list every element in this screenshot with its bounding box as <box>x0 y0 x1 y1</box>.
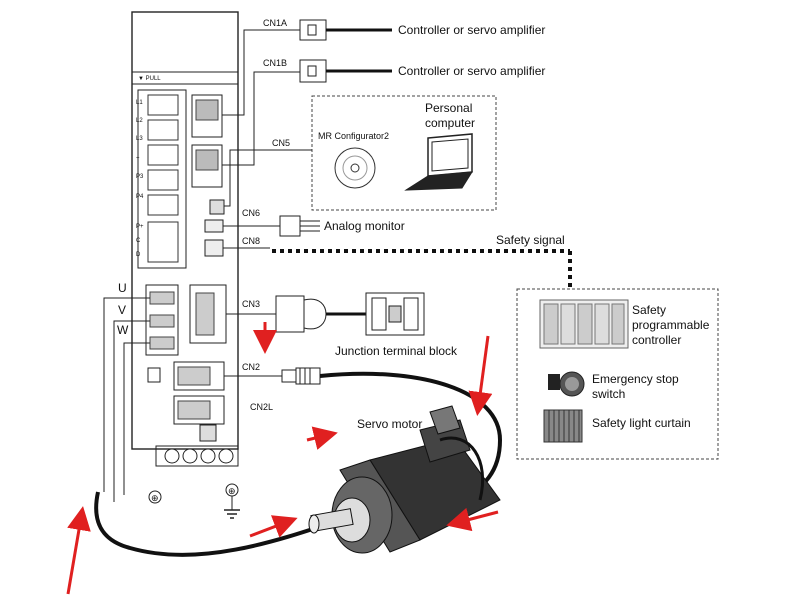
cn5-port <box>209 199 225 215</box>
estop-label-1: Emergency stop <box>592 372 679 386</box>
cn3-label: CN3 <box>242 299 260 309</box>
cn8-label: CN8 <box>242 236 260 246</box>
junction-terminal-block-icon <box>365 292 425 336</box>
controller-a-label: Controller or servo amplifier <box>398 23 545 37</box>
cn3-cable <box>226 295 366 333</box>
safety-signal-label: Safety signal <box>496 233 565 247</box>
red-arrow-motor <box>306 426 338 450</box>
terminal-w-label: W <box>117 323 129 337</box>
cn6-cable <box>223 215 320 237</box>
red-arrows <box>66 322 499 595</box>
cn1a-label: CN1A <box>263 18 287 28</box>
red-arrow-power <box>66 506 91 595</box>
light-curtain-label: Safety light curtain <box>592 416 691 430</box>
pc-label-line2: computer <box>425 116 475 130</box>
terminal-u-label: U <box>118 281 127 295</box>
safety-devices-box <box>516 288 719 460</box>
safety-plc-label-1: Safety <box>632 303 666 317</box>
svg-text:C: C <box>136 238 141 244</box>
estop-label-2: switch <box>592 387 625 401</box>
cn2-label: CN2 <box>242 362 260 372</box>
power-terminal-block: L1 L2 L3 + P3 P4 P+ C D <box>136 89 187 269</box>
mr-configurator-label: MR Configurator2 <box>318 131 389 141</box>
safety-plc-icon <box>539 299 629 349</box>
servo-motor-label: Servo motor <box>357 417 422 431</box>
cn1b-label: CN1B <box>263 58 287 68</box>
safety-plc-label-3: controller <box>632 333 681 347</box>
pull-label: ▼ PULL <box>138 76 161 82</box>
svg-text:+: + <box>136 156 140 162</box>
svg-text:⊕: ⊕ <box>228 486 236 496</box>
cn6-label: CN6 <box>242 208 260 218</box>
svg-text:L1: L1 <box>136 100 143 106</box>
svg-text:L3: L3 <box>136 136 143 142</box>
light-curtain-icon <box>543 409 583 443</box>
pc-label-line1: Personal <box>425 101 472 115</box>
servo-amplifier: ▼ PULL L1 L2 L3 + P3 P4 P+ C D <box>131 11 240 519</box>
ground-symbol <box>148 490 162 504</box>
cn1a-cable <box>222 19 392 116</box>
pc-dashed-box <box>311 95 497 211</box>
cn8-port <box>204 239 224 257</box>
laptop-icon <box>404 133 473 191</box>
safety-plc-label-2: programmable <box>632 318 710 332</box>
red-arrow-motor-base <box>446 507 499 532</box>
emergency-stop-icon <box>548 371 585 397</box>
svg-text:P3: P3 <box>136 174 144 180</box>
svg-text:P+: P+ <box>136 224 144 230</box>
svg-text:⊕: ⊕ <box>151 493 159 503</box>
terminal-v-label: V <box>118 303 126 317</box>
svg-text:P4: P4 <box>136 194 144 200</box>
svg-text:L2: L2 <box>136 118 143 124</box>
controller-b-label: Controller or servo amplifier <box>398 64 545 78</box>
red-arrow-cable <box>249 515 298 538</box>
cn6-port <box>204 219 224 233</box>
cn5-label: CN5 <box>272 138 290 148</box>
junction-block-label: Junction terminal block <box>335 344 458 358</box>
cn2l-label: CN2L <box>250 402 273 412</box>
cn5-cable <box>224 149 312 207</box>
cn1b-cable <box>222 59 392 166</box>
safety-signal-cable <box>223 247 572 290</box>
svg-text:D: D <box>136 252 141 258</box>
red-arrow-encoder <box>468 335 493 416</box>
cd-disc-icon <box>334 147 376 189</box>
analog-monitor-label: Analog monitor <box>324 219 405 233</box>
